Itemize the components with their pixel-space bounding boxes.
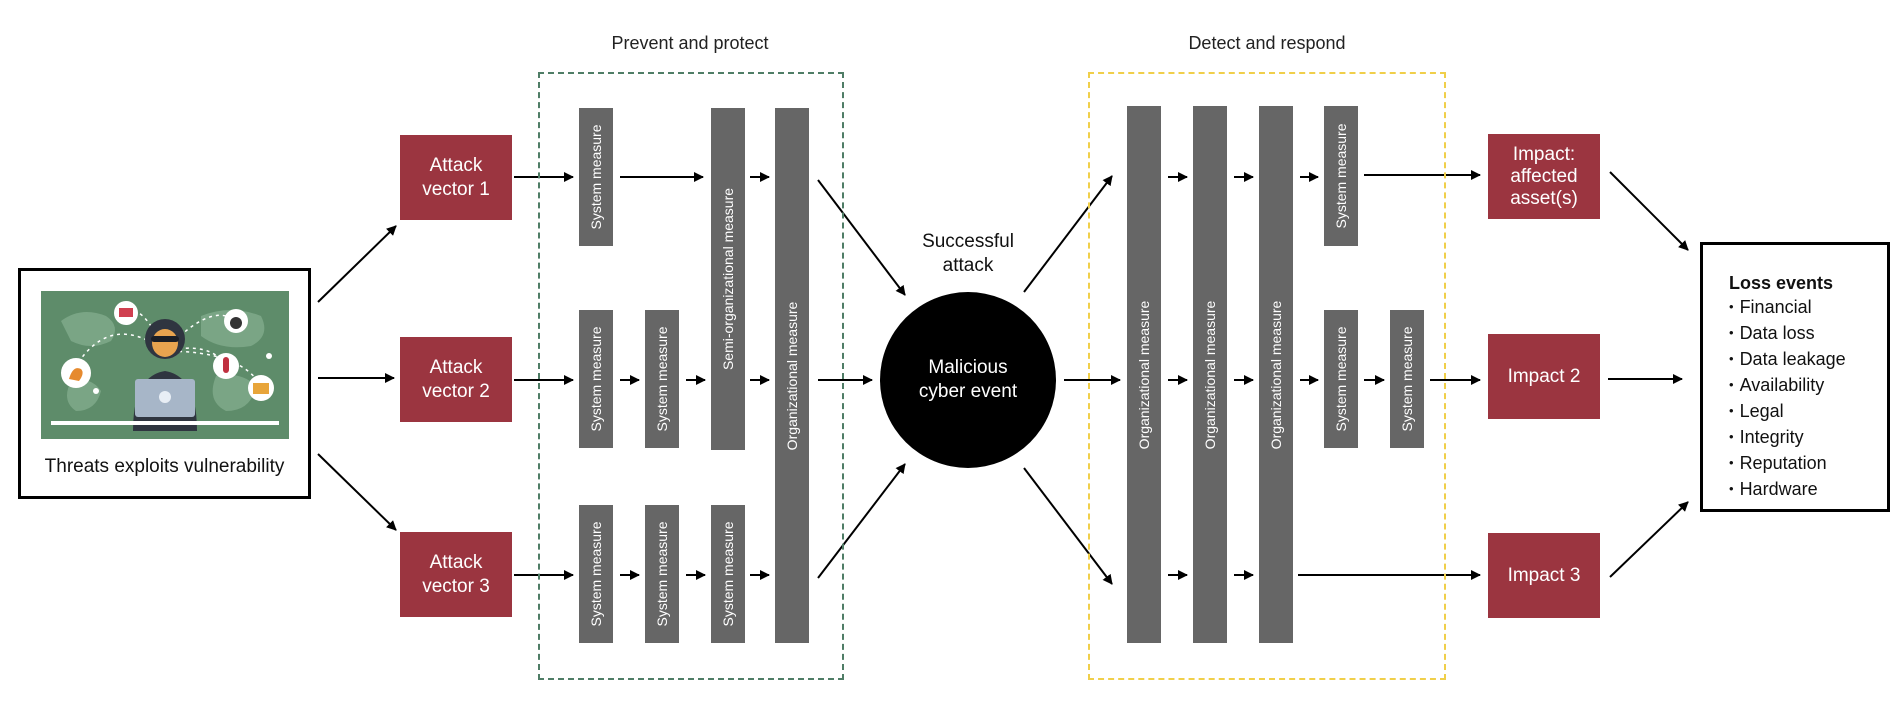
loss-event-item: Integrity [1729, 425, 1887, 451]
hacker-illustration-icon [41, 291, 289, 439]
flow-arrow [817, 463, 906, 579]
threat-label: Threats exploits vulnerability [44, 456, 285, 477]
loss-event-item: Hardware [1729, 477, 1887, 503]
system-measure: System measure [579, 108, 613, 246]
loss-events-box: Loss events Financial Data loss Data lea… [1700, 242, 1890, 512]
system-measure: System measure [1324, 310, 1358, 448]
system-measure: System measure [1390, 310, 1424, 448]
loss-event-item: Reputation [1729, 451, 1887, 477]
loss-event-item: Data loss [1729, 321, 1887, 347]
flow-arrow [1023, 467, 1113, 585]
system-measure: System measure [645, 310, 679, 448]
attack-vector-1: Attack vector 1 [400, 135, 512, 220]
successful-attack-label: Successful attack [922, 231, 1014, 276]
attack-vector-3: Attack vector 3 [400, 532, 512, 617]
organizational-measure: Organizational measure [1127, 106, 1161, 643]
flow-arrow [317, 225, 397, 303]
loss-events-list: Financial Data loss Data leakage Availab… [1729, 295, 1887, 503]
organizational-measure: Organizational measure [1193, 106, 1227, 643]
organizational-measure: Organizational measure [775, 108, 809, 643]
loss-event-item: Financial [1729, 295, 1887, 321]
flow-arrow [1609, 171, 1689, 251]
impact-3: Impact 3 [1488, 533, 1600, 618]
threat-box: Threats exploits vulnerability [18, 268, 311, 499]
prevent-region [538, 72, 844, 680]
system-measure: System measure [645, 505, 679, 643]
loss-event-item: Legal [1729, 399, 1887, 425]
impact-2: Impact 2 [1488, 334, 1600, 419]
flow-arrow [317, 453, 397, 531]
loss-events-title: Loss events [1729, 273, 1834, 293]
detect-region [1088, 72, 1446, 680]
prevent-section-title: Prevent and protect [611, 33, 769, 53]
loss-event-item: Data leakage [1729, 347, 1887, 373]
malicious-cyber-event: Malicious cyber event [880, 292, 1056, 468]
flow-arrow [817, 179, 906, 296]
system-measure: System measure [579, 505, 613, 643]
detect-section-title: Detect and respond [1188, 33, 1346, 53]
system-measure: System measure [711, 505, 745, 643]
flow-arrow [1023, 175, 1113, 293]
organizational-measure: Organizational measure [1259, 106, 1293, 643]
system-measure: System measure [1324, 106, 1358, 246]
semi-organizational-measure: Semi-organizational measure [711, 108, 745, 450]
loss-event-item: Availability [1729, 373, 1887, 399]
system-measure: System measure [579, 310, 613, 448]
attack-vector-2: Attack vector 2 [400, 337, 512, 422]
flow-arrow [1609, 501, 1689, 578]
